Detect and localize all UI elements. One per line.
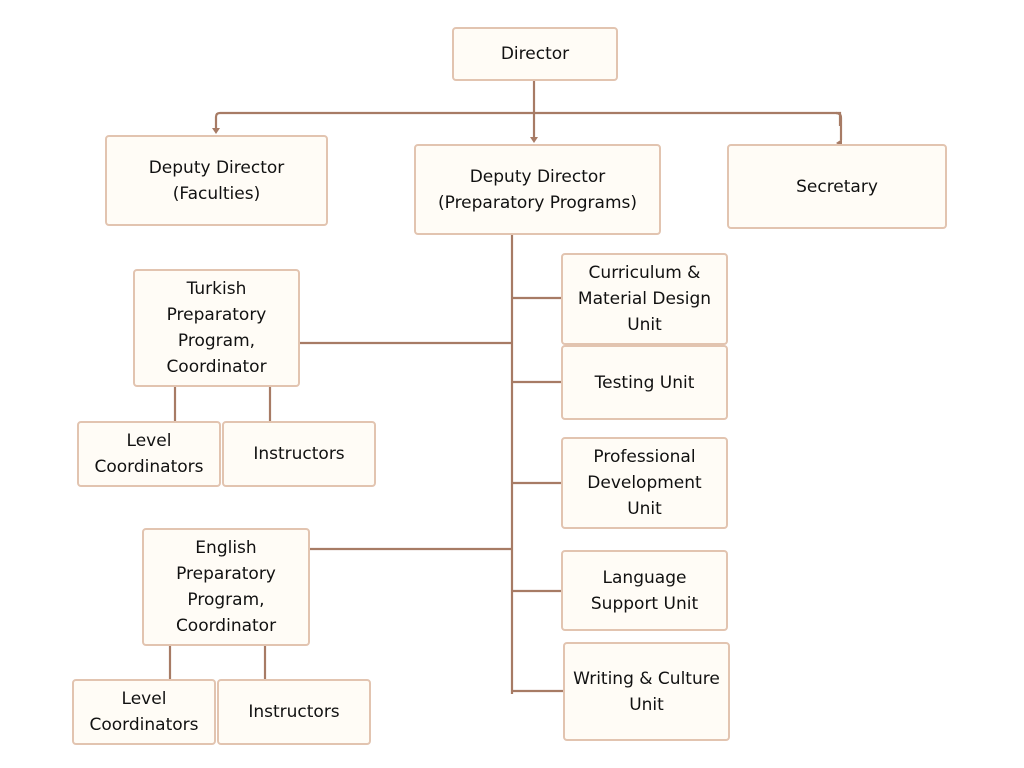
node-turkish-instructors: Instructors [222, 421, 376, 487]
node-curriculum-unit: Curriculum & Material Design Unit [561, 253, 728, 345]
node-testing-unit: Testing Unit [561, 345, 728, 420]
node-turkish-level-coordinators: Level Coordinators [77, 421, 221, 487]
node-english-level-coordinators: Level Coordinators [72, 679, 216, 745]
node-deputy-faculties: Deputy Director (Faculties) [105, 135, 328, 226]
node-secretary: Secretary [727, 144, 947, 229]
connector-director-secretary [835, 111, 843, 140]
node-writing-culture-unit: Writing & Culture Unit [563, 642, 730, 741]
node-director: Director [452, 27, 618, 81]
node-english-instructors: Instructors [217, 679, 371, 745]
node-language-support-unit: Language Support Unit [561, 550, 728, 631]
node-professional-dev-unit: Professional Development Unit [561, 437, 728, 529]
node-deputy-prep: Deputy Director (Preparatory Programs) [414, 144, 661, 235]
connector-horizontal-top [214, 111, 842, 129]
node-turkish-coordinator: Turkish Preparatory Program, Coordinator [133, 269, 300, 387]
arrowhead-deputy-faculties [212, 128, 220, 134]
node-english-coordinator: English Preparatory Program, Coordinator [142, 528, 310, 646]
arrowhead-deputy-prep [530, 137, 538, 143]
